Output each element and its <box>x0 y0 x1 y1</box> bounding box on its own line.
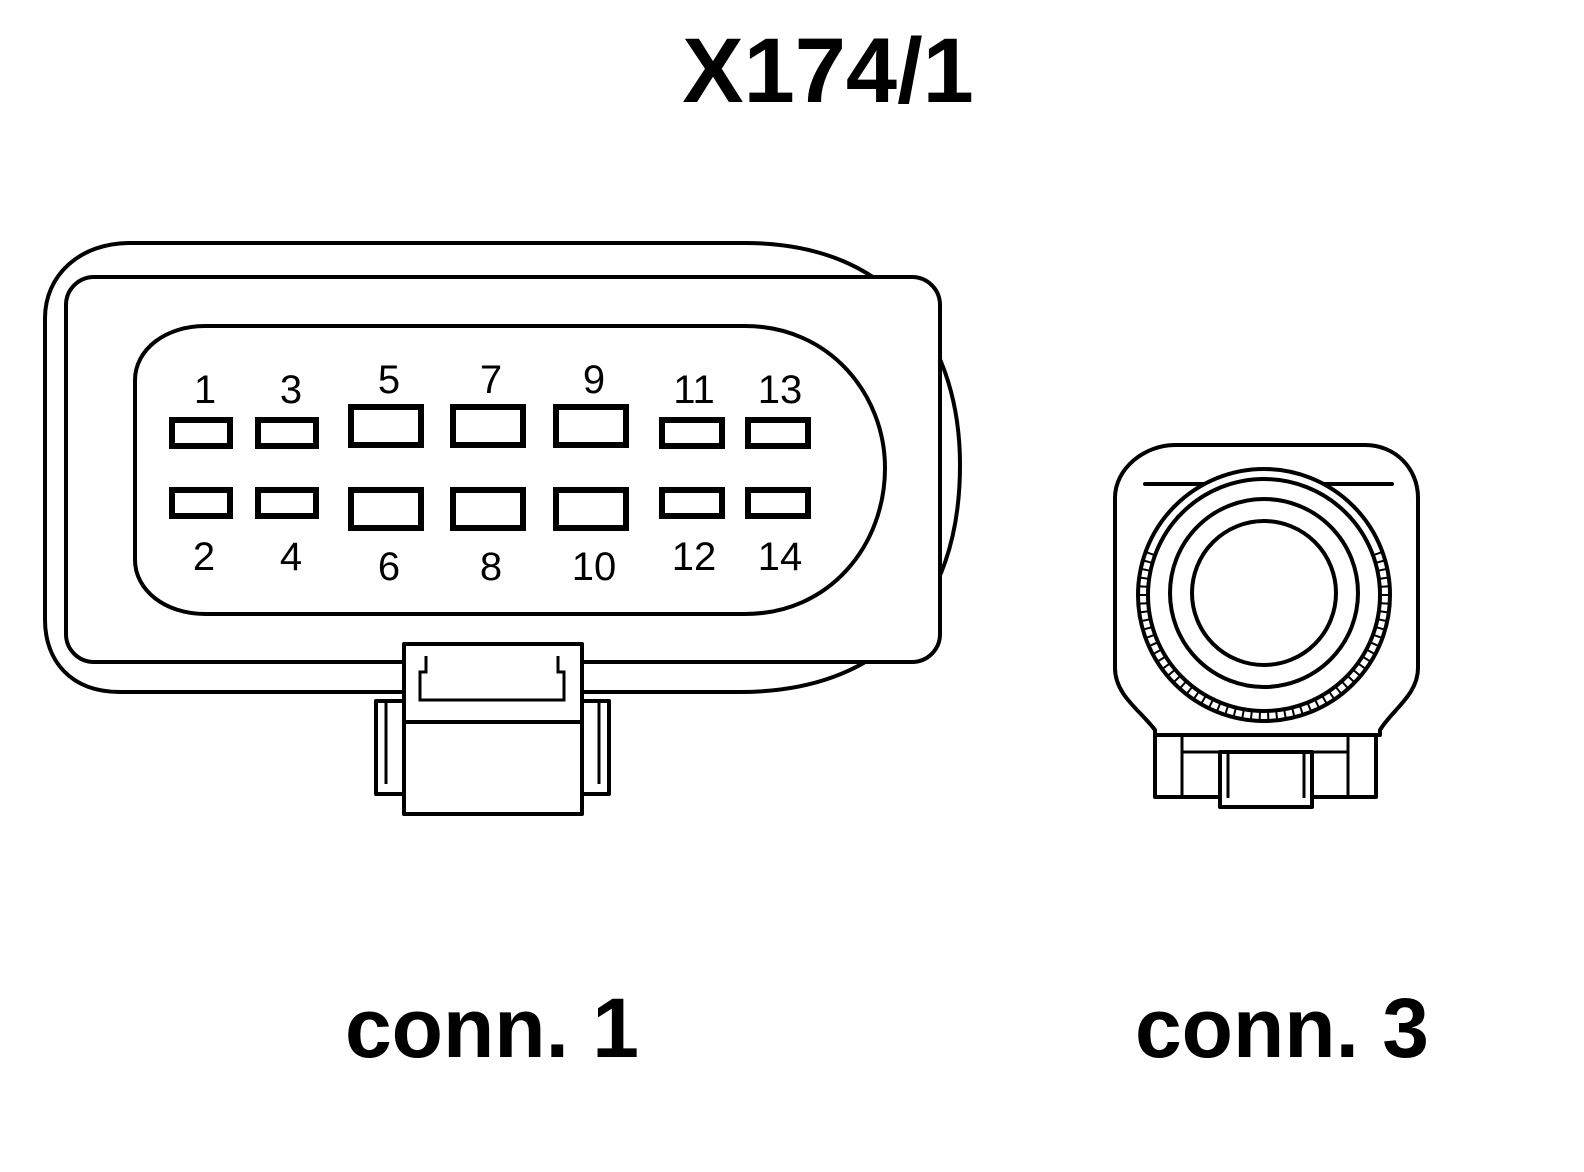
pin-label: 3 <box>280 368 302 412</box>
connector-1-pin-labels-top: 1 3 5 7 9 11 13 <box>194 358 802 412</box>
pin-cavity-10 <box>553 487 629 531</box>
pin-cavity-11 <box>659 417 725 449</box>
pin-label: 6 <box>378 545 400 589</box>
pin-label: 4 <box>280 535 302 579</box>
connector-3-caption: conn. 3 <box>1135 981 1429 1075</box>
pin-cavity-1 <box>169 417 233 449</box>
connector-1-pin-cavity <box>133 324 887 616</box>
pin-label: 2 <box>193 535 215 579</box>
pin-cavity-9 <box>553 404 629 448</box>
pin-cavity-14 <box>745 487 811 519</box>
connector-1-latch <box>374 642 611 816</box>
pin-cavity-13 <box>745 417 811 449</box>
latch-tab <box>1218 750 1314 809</box>
pin-label: 12 <box>672 535 717 579</box>
pin-cavity-4 <box>255 487 319 519</box>
pin-label: 11 <box>673 368 715 412</box>
pin-cavity-12 <box>659 487 725 519</box>
connector-1-pins <box>169 404 811 531</box>
pin-label: 10 <box>572 545 617 589</box>
pin-label: 9 <box>583 358 605 402</box>
pin-cavity-3 <box>255 417 319 449</box>
connector-1: 1 3 5 7 9 11 13 2 4 6 8 10 12 14 <box>43 241 962 816</box>
diagram-title: X174/1 <box>682 20 974 122</box>
pin-label: 14 <box>758 535 803 579</box>
pin-cavity-8 <box>450 487 526 531</box>
latch-body <box>402 642 584 816</box>
pin-label: 1 <box>194 368 216 412</box>
pin-label: 5 <box>378 358 400 402</box>
connector-3-latch <box>1153 723 1378 809</box>
pin-label: 13 <box>758 368 803 412</box>
pin-cavity-2 <box>169 487 233 519</box>
connector-3-inner-socket <box>1190 519 1338 667</box>
pin-cavity-7 <box>450 404 526 448</box>
connector-1-caption: conn. 1 <box>345 981 639 1075</box>
pin-label: 8 <box>480 545 502 589</box>
pin-cavity-6 <box>348 487 424 531</box>
pin-label: 7 <box>480 358 502 402</box>
connector-1-pin-labels-bottom: 2 4 6 8 10 12 14 <box>193 535 802 589</box>
pin-cavity-5 <box>348 404 424 448</box>
connector-3 <box>1113 443 1420 809</box>
